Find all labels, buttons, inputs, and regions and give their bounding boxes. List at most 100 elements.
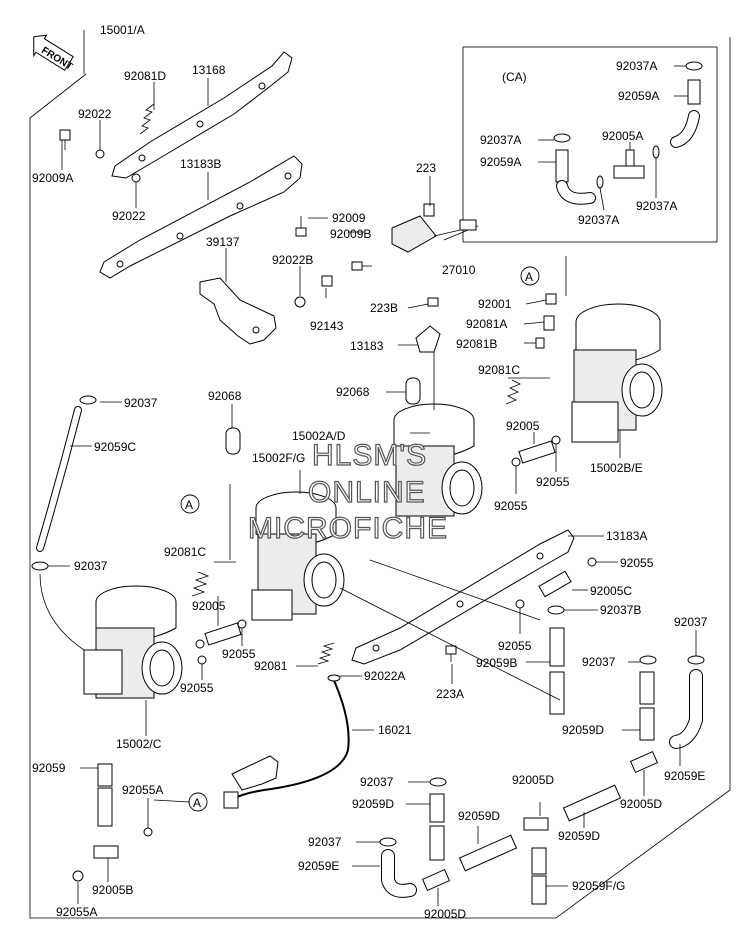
label-92059: 92059 (32, 761, 66, 775)
link-13183 (415, 297, 441, 353)
label-92059d-r2: 92059D (558, 829, 600, 843)
label-92005d-bot: 92005D (424, 907, 466, 921)
ref-marker-a-mid: A (180, 494, 200, 514)
label-39137: 39137 (206, 235, 240, 249)
oring-92055-mid (515, 599, 525, 609)
label-15002ad: 15002A/D (292, 429, 346, 443)
fitting-92005d-bot (421, 868, 451, 892)
clip-92037-mid-right (639, 655, 657, 665)
label-92081b: 92081B (456, 337, 497, 351)
label-92068-upper: 92068 (336, 385, 370, 399)
bracket-39137 (199, 277, 277, 345)
label-13168: 13168 (192, 63, 226, 77)
svg-text:A: A (525, 270, 533, 284)
clip-92037-left-mid (31, 561, 49, 571)
label-92055-r2: 92055 (494, 499, 528, 513)
pipe-92005-left (195, 619, 247, 649)
label-92005-right: 92005 (506, 419, 540, 433)
label-92037b: 92037B (600, 603, 641, 617)
washer-92022b (294, 296, 306, 308)
bolt-92009 (295, 216, 307, 237)
sensor-27010 (391, 203, 479, 253)
label-92081: 92081 (254, 659, 288, 673)
label-92059e-bot: 92059E (298, 859, 339, 873)
ca-clip-92037a-4 (652, 145, 660, 159)
label-92059e-right: 92059E (664, 769, 705, 783)
label-223: 223 (416, 161, 436, 175)
ca-fitting-92005a (613, 149, 645, 179)
bolt-92009a (59, 129, 71, 150)
label-15002fg: 15002F/G (252, 451, 305, 465)
ca-hose-92059a-1 (687, 79, 701, 105)
label-92081c-left: 92081C (164, 545, 206, 559)
label-92081c-right: 92081C (478, 363, 520, 377)
washer-92022a (327, 674, 341, 682)
label-92055-r1: 92055 (536, 475, 570, 489)
label-92055-mid: 92055 (498, 639, 532, 653)
label-223b: 223B (370, 301, 398, 315)
label-92022-mid: 92022 (112, 209, 146, 223)
label-ca-92037a-1: 92037A (616, 59, 657, 73)
carburetor-15002c (83, 585, 183, 699)
label-92009: 92009 (332, 211, 366, 225)
hose-92059d-mid (429, 793, 445, 861)
cable-16021 (223, 675, 350, 809)
label-ca-92059a-2: 92059A (480, 155, 521, 169)
spring-92081d (139, 103, 155, 135)
oring-92055a-bot (72, 870, 84, 882)
carburetor-15002ad (393, 403, 483, 517)
boot-92068-upper (405, 377, 421, 405)
label-92059fg: 92059F/G (572, 879, 625, 893)
washer-92022-top (95, 149, 105, 159)
label-92037-bot: 92037 (360, 775, 394, 789)
label-92143: 92143 (310, 319, 344, 333)
assembly-frame (29, 37, 731, 919)
ca-hose-92059a-2 (555, 149, 569, 183)
label-92055-left2: 92055 (180, 681, 214, 695)
bracket-13183a (351, 529, 575, 665)
label-92059c: 92059C (94, 440, 136, 454)
spring-92081 (317, 642, 335, 665)
label-16021: 16021 (378, 723, 412, 737)
oring-92055a-top (143, 827, 153, 837)
label-92022b: 92022B (272, 253, 313, 267)
oring-92055-left2 (197, 655, 207, 665)
label-92022-top: 92022 (78, 107, 112, 121)
hose-92059d-c (458, 834, 518, 872)
clip-92037-bot2 (379, 837, 397, 847)
watermark: HLSM'S ONLINE MICROFICHE (247, 438, 448, 545)
label-13183a: 13183A (606, 529, 647, 543)
boot-92068-left (225, 427, 241, 455)
carburetor-15002be (571, 303, 663, 443)
hose-92059e-bot (381, 849, 417, 898)
label-92009a: 92009A (32, 171, 73, 185)
label-92005c: 92005C (590, 584, 632, 598)
label-92081a: 92081A (466, 317, 507, 331)
label-92055-r3: 92055 (620, 556, 654, 570)
label-ca-92059a-1: 92059A (618, 89, 659, 103)
label-92037-left-top: 92037 (124, 396, 158, 410)
bracket-13168 (111, 51, 293, 179)
label-92037-right: 92037 (674, 615, 708, 629)
label-27010: 27010 (442, 263, 476, 277)
label-92022a: 92022A (364, 669, 405, 683)
label-92055a-bot: 92055A (56, 905, 97, 919)
washer-92022-mid (131, 173, 141, 183)
label-92005-left: 92005 (192, 599, 226, 613)
ca-inset-box (462, 46, 718, 243)
clip-92037-left-top (79, 395, 97, 405)
clip-92037b (547, 605, 565, 615)
pipe-92005-right (511, 435, 561, 467)
fitting-92005d-top (523, 817, 549, 831)
hose-92059d-right (639, 671, 655, 741)
label-223a: 223A (436, 687, 464, 701)
label-92081d: 92081D (124, 69, 166, 83)
label-92059b: 92059B (476, 656, 517, 670)
ca-clip-92037a-3 (596, 175, 604, 189)
svg-text:ONLINE: ONLINE (308, 476, 426, 509)
spring-92081c-right (505, 379, 521, 405)
label-92037-mid-right: 92037 (582, 655, 616, 669)
svg-text:MICROFICHE: MICROFICHE (248, 512, 448, 545)
svg-text:A: A (185, 498, 193, 512)
